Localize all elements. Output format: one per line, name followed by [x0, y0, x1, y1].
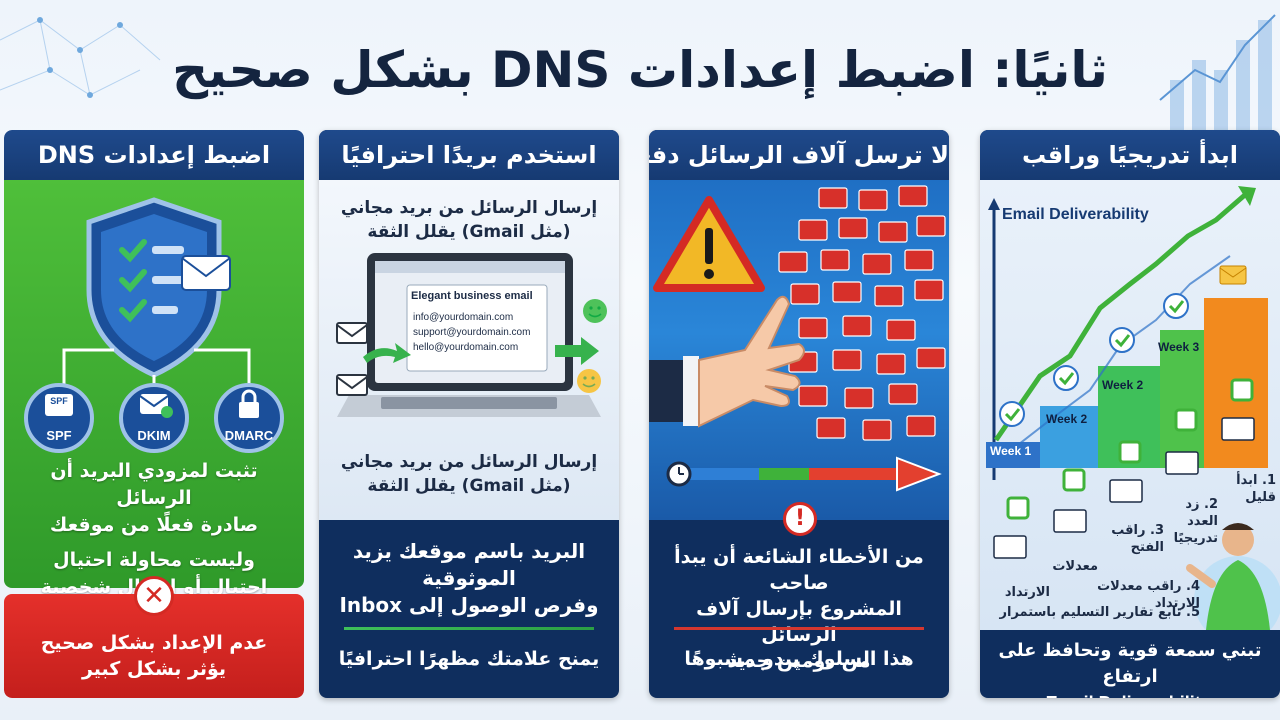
- growth-trend-line: [993, 192, 1248, 442]
- spf-badge: [24, 383, 94, 453]
- email-panel-illustration: إرسال الرسائل من بريد مجاني (مثل Gmail) …: [319, 180, 619, 520]
- dns-warning-box: ✕ عدم الإعداد بشكل صحيح يؤثر بشكل كبير: [4, 576, 304, 698]
- dns-shield-illustration: [24, 197, 284, 453]
- step-3-extra: معدلات: [1052, 559, 1098, 574]
- deliverability-illustration: Email Deliverability Week 1 Week 2 Week …: [980, 180, 1280, 644]
- week-label: Week 1: [990, 444, 1032, 458]
- panel-dns-settings: SPF SPF DKIM DMARC تثبت لمزودي البريد أن…: [4, 130, 304, 698]
- arrow-right-icon: [363, 343, 411, 363]
- checkbox-icon: [1006, 378, 1254, 520]
- step-5: 5. تابع تقارير التسليم باستمرار: [999, 605, 1200, 620]
- stop-hand-icon: [649, 295, 805, 428]
- chart-title: Email Deliverability: [1002, 206, 1149, 223]
- panel-professional-email: استخدم بريدًا احترافيًا إرسال الرسائل من…: [319, 130, 619, 698]
- progress-timeline: [666, 456, 942, 492]
- background-bar-decoration: [1159, 14, 1276, 130]
- step-2: 2. زد العدد تدريجيًا: [1173, 497, 1218, 546]
- email-benefit-text: البريد باسم موقعك يزيد الموثوقية وفرص ال…: [339, 539, 599, 617]
- email-address: info@yourdomain.com: [413, 312, 514, 323]
- panel-no-bulk-sending: لا ترسل آلاف الرسائل دفعة: [649, 130, 949, 698]
- person-illustration: [1186, 523, 1280, 644]
- spf-badge-small-label: SPF: [50, 396, 68, 406]
- laptop-icon: [336, 253, 607, 417]
- panel-heading-dns: اضبط إعدادات DNS: [4, 130, 304, 180]
- email-footer-text: يمنح علامتك مظهرًا احترافيًا: [338, 648, 600, 670]
- divider: [344, 627, 594, 630]
- page-title: ثانيًا: اضبط إعدادات DNS بشكل صحيح: [172, 41, 1108, 99]
- envelope-icon: [993, 417, 1255, 559]
- spf-badge-label: SPF: [46, 428, 72, 443]
- warning-triangle-icon: [653, 196, 765, 292]
- dkim-badge: [119, 383, 189, 453]
- envelope-icon: [336, 322, 368, 344]
- smiley-icon: [583, 299, 607, 323]
- gradual-footer-text: تبني سمعة قوية وتحافظ على ارتفاع Email D…: [998, 640, 1262, 698]
- week-label: Week 2: [1046, 412, 1088, 426]
- step-4-extra: الارتداد: [1004, 585, 1050, 600]
- divider: [674, 627, 924, 630]
- email-address: hello@yourdomain.com: [413, 342, 519, 353]
- email-address-list: info@yourdomain.com support@yourdomain.c…: [413, 310, 549, 355]
- envelope-swarm: [778, 185, 946, 441]
- dmarc-badge-label: DMARC: [224, 428, 274, 443]
- background-network-decoration: [0, 17, 161, 98]
- dmarc-badge: [214, 383, 284, 453]
- step-3: 3. راقب الفتح: [1111, 523, 1164, 555]
- email-address: support@yourdomain.com: [413, 327, 531, 338]
- envelope-icon: [181, 255, 231, 291]
- laptop-screen-title: Elegant business email: [411, 290, 533, 302]
- dns-panel-body: SPF SPF DKIM DMARC تثبت لمزودي البريد أن…: [4, 180, 304, 598]
- alert-icon: !: [783, 502, 817, 536]
- step-4: 4. راقب معدلات الارتداد: [1097, 579, 1200, 611]
- week-label: Week 3: [1158, 340, 1200, 354]
- dkim-badge-label: DKIM: [137, 428, 171, 443]
- arrow-right-icon: [555, 337, 599, 365]
- envelope-icon: [336, 374, 368, 396]
- envelope-icon: [1219, 265, 1247, 285]
- close-x-icon: ✕: [134, 576, 174, 616]
- shield-icon: [86, 197, 222, 378]
- check-badge-icon: [999, 293, 1189, 427]
- smiley-icon: [577, 369, 601, 393]
- panel-heading-bulk: لا ترسل آلاف الرسائل دفعة: [649, 130, 949, 180]
- bulk-description: من الأخطاء الشائعة أن يبدأ صاحب المشروع …: [674, 546, 924, 672]
- step-1: 1. ابدأ قليل: [1236, 473, 1276, 505]
- panel-heading-email: استخدم بريدًا احترافيًا: [319, 130, 619, 180]
- week-label: Week 2: [1102, 378, 1144, 392]
- panel-start-gradually: ابدأ تدريجيًا وراقب: [980, 130, 1280, 698]
- bulk-sending-illustration: [649, 180, 949, 520]
- panel-heading-gradual: ابدأ تدريجيًا وراقب: [980, 130, 1280, 180]
- bulk-footer-text: هذا السلوك يبدو مشبوهًا: [684, 648, 914, 670]
